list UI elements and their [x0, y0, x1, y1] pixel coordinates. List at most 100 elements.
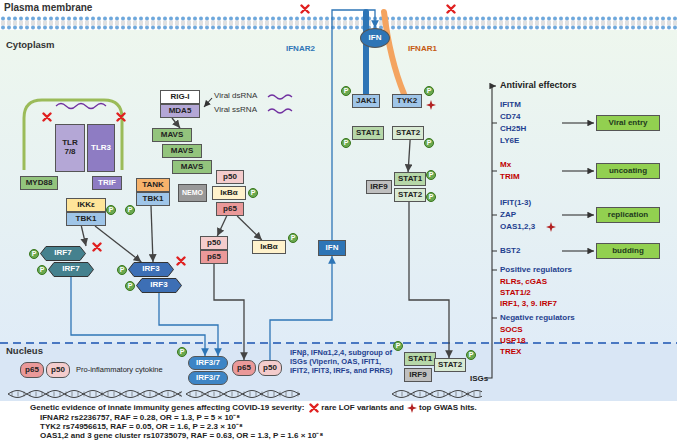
protein-box: TBK1 [136, 192, 170, 206]
node-text: P [344, 87, 349, 95]
phospho-circle: P [426, 170, 436, 180]
protein-oval: p65 [232, 360, 256, 376]
node-text: MAVS [161, 131, 184, 140]
gwas-star [546, 222, 556, 232]
dna-helix [30, 392, 31, 397]
protein-box: TRIF [92, 176, 122, 190]
dna-helix [256, 392, 257, 397]
protein-box: TYK2 [392, 94, 422, 108]
pointer-arrow [562, 214, 594, 215]
node-text: P [128, 206, 133, 214]
protein-box: RIG-I [160, 90, 200, 104]
lof-cross [44, 6, 455, 265]
phospho-circle: P [37, 265, 47, 275]
node-text: p50 [207, 239, 221, 248]
dna-helix [444, 392, 445, 397]
protein-oval: p65 [20, 362, 44, 378]
dna-helix [114, 392, 115, 397]
nuclear-envelope [0, 342, 677, 344]
dna-helix [208, 392, 209, 397]
node-text: P [427, 139, 432, 147]
dna-helix [186, 391, 300, 398]
receptor-chain [384, 12, 404, 94]
protein-box: IRF9 [366, 180, 392, 194]
node-text: Viral entry [609, 119, 648, 128]
dna-helix [12, 392, 13, 397]
node-text: P [128, 282, 133, 290]
dna-helix [432, 392, 433, 397]
effector-item: Mx [500, 160, 511, 169]
dna-helix [168, 392, 169, 397]
dna-helix [438, 392, 439, 397]
annotation: IFNβ, IFNα1,2,4, subgroup of ISGs (Viper… [290, 348, 396, 375]
dna-helix [280, 392, 281, 397]
node-text: MAVS [171, 147, 194, 156]
effector-item: CH25H [500, 124, 526, 133]
node-text: IRF3/7 [196, 374, 220, 383]
legend: rare LOF variants andtop GWAS hits. [309, 403, 476, 413]
node-text: P [120, 266, 125, 274]
legend-symbol [407, 403, 417, 413]
phospho-circle: P [177, 347, 187, 357]
hexagon-outline [137, 279, 182, 293]
phospho-circle: P [341, 138, 351, 148]
signal-arrow [151, 206, 153, 262]
effector-item: TREX [500, 347, 521, 356]
dna-helix [144, 392, 145, 397]
phospho-circle: P [393, 341, 403, 351]
region-label: Plasma membrane [4, 2, 92, 14]
node-text: P [40, 266, 45, 274]
signal-arrow [214, 264, 244, 360]
ligand-circle: IFN [360, 28, 390, 48]
lof-cross [448, 6, 455, 13]
gwas-note: TYK2 rs74956615, RAF = 0.05, OR = 1.6, P… [40, 422, 243, 431]
dna-helix [480, 392, 481, 397]
panel-heading: Antiviral effectors [500, 80, 577, 90]
lof-cross [94, 244, 101, 251]
pointer-arrow [562, 122, 594, 123]
dna-helix [426, 392, 427, 397]
phospho-circle: P [29, 249, 39, 259]
receptor-chain [366, 12, 404, 94]
pointer-arrow [486, 86, 496, 378]
protein-box: IκBα [252, 240, 286, 254]
node-text: TBK1 [76, 215, 97, 224]
node-text: p65 [223, 205, 237, 214]
protein-box: p50 [216, 170, 244, 184]
dna-helix [18, 392, 19, 397]
virus-label: Viral dsRNA [214, 91, 257, 100]
legend-text: rare LOF variants and [321, 403, 404, 412]
effector-box: budding [596, 243, 660, 259]
protein-box: TBK1 [66, 212, 106, 226]
protein-oval: IRF3/7 [188, 371, 228, 385]
node-text: P [396, 342, 401, 350]
dna-helix [48, 392, 49, 397]
dna-helix [196, 392, 197, 397]
node-text: IκBα [220, 189, 237, 198]
node-text: IRF3 [150, 281, 167, 290]
signal-arrow [237, 216, 262, 240]
node-text: IRF3/7 [196, 359, 220, 368]
phospho-circle: P [106, 205, 116, 215]
bottom-ground [0, 401, 677, 443]
node-text: RIG-I [170, 93, 189, 102]
dna-helix [180, 392, 181, 397]
effector-item: BST2 [500, 246, 520, 255]
node-text: p50 [223, 173, 237, 182]
dna-helix [102, 392, 103, 397]
protein-hexagon: IRF3 [128, 262, 174, 277]
protein-box: STAT1 [394, 172, 426, 186]
dna-helix [8, 391, 182, 398]
gwas-note: IFNAR2 rs2236757, RAF = 0.28, OR = 1.3, … [40, 413, 240, 422]
node-text: JAK1 [356, 97, 376, 106]
rna-strand [268, 109, 292, 113]
virus-label: Viral ssRNA [214, 105, 257, 114]
node-text: uncoating [609, 167, 647, 176]
dna-helix [262, 392, 263, 397]
protein-box: TLR 7/8 [55, 124, 85, 172]
signal-arrow [409, 202, 449, 358]
receptor-label: IFNAR2 [286, 44, 315, 53]
node-text: IFN [369, 34, 382, 43]
node-text: P [291, 234, 296, 242]
dna-helix [42, 392, 43, 397]
